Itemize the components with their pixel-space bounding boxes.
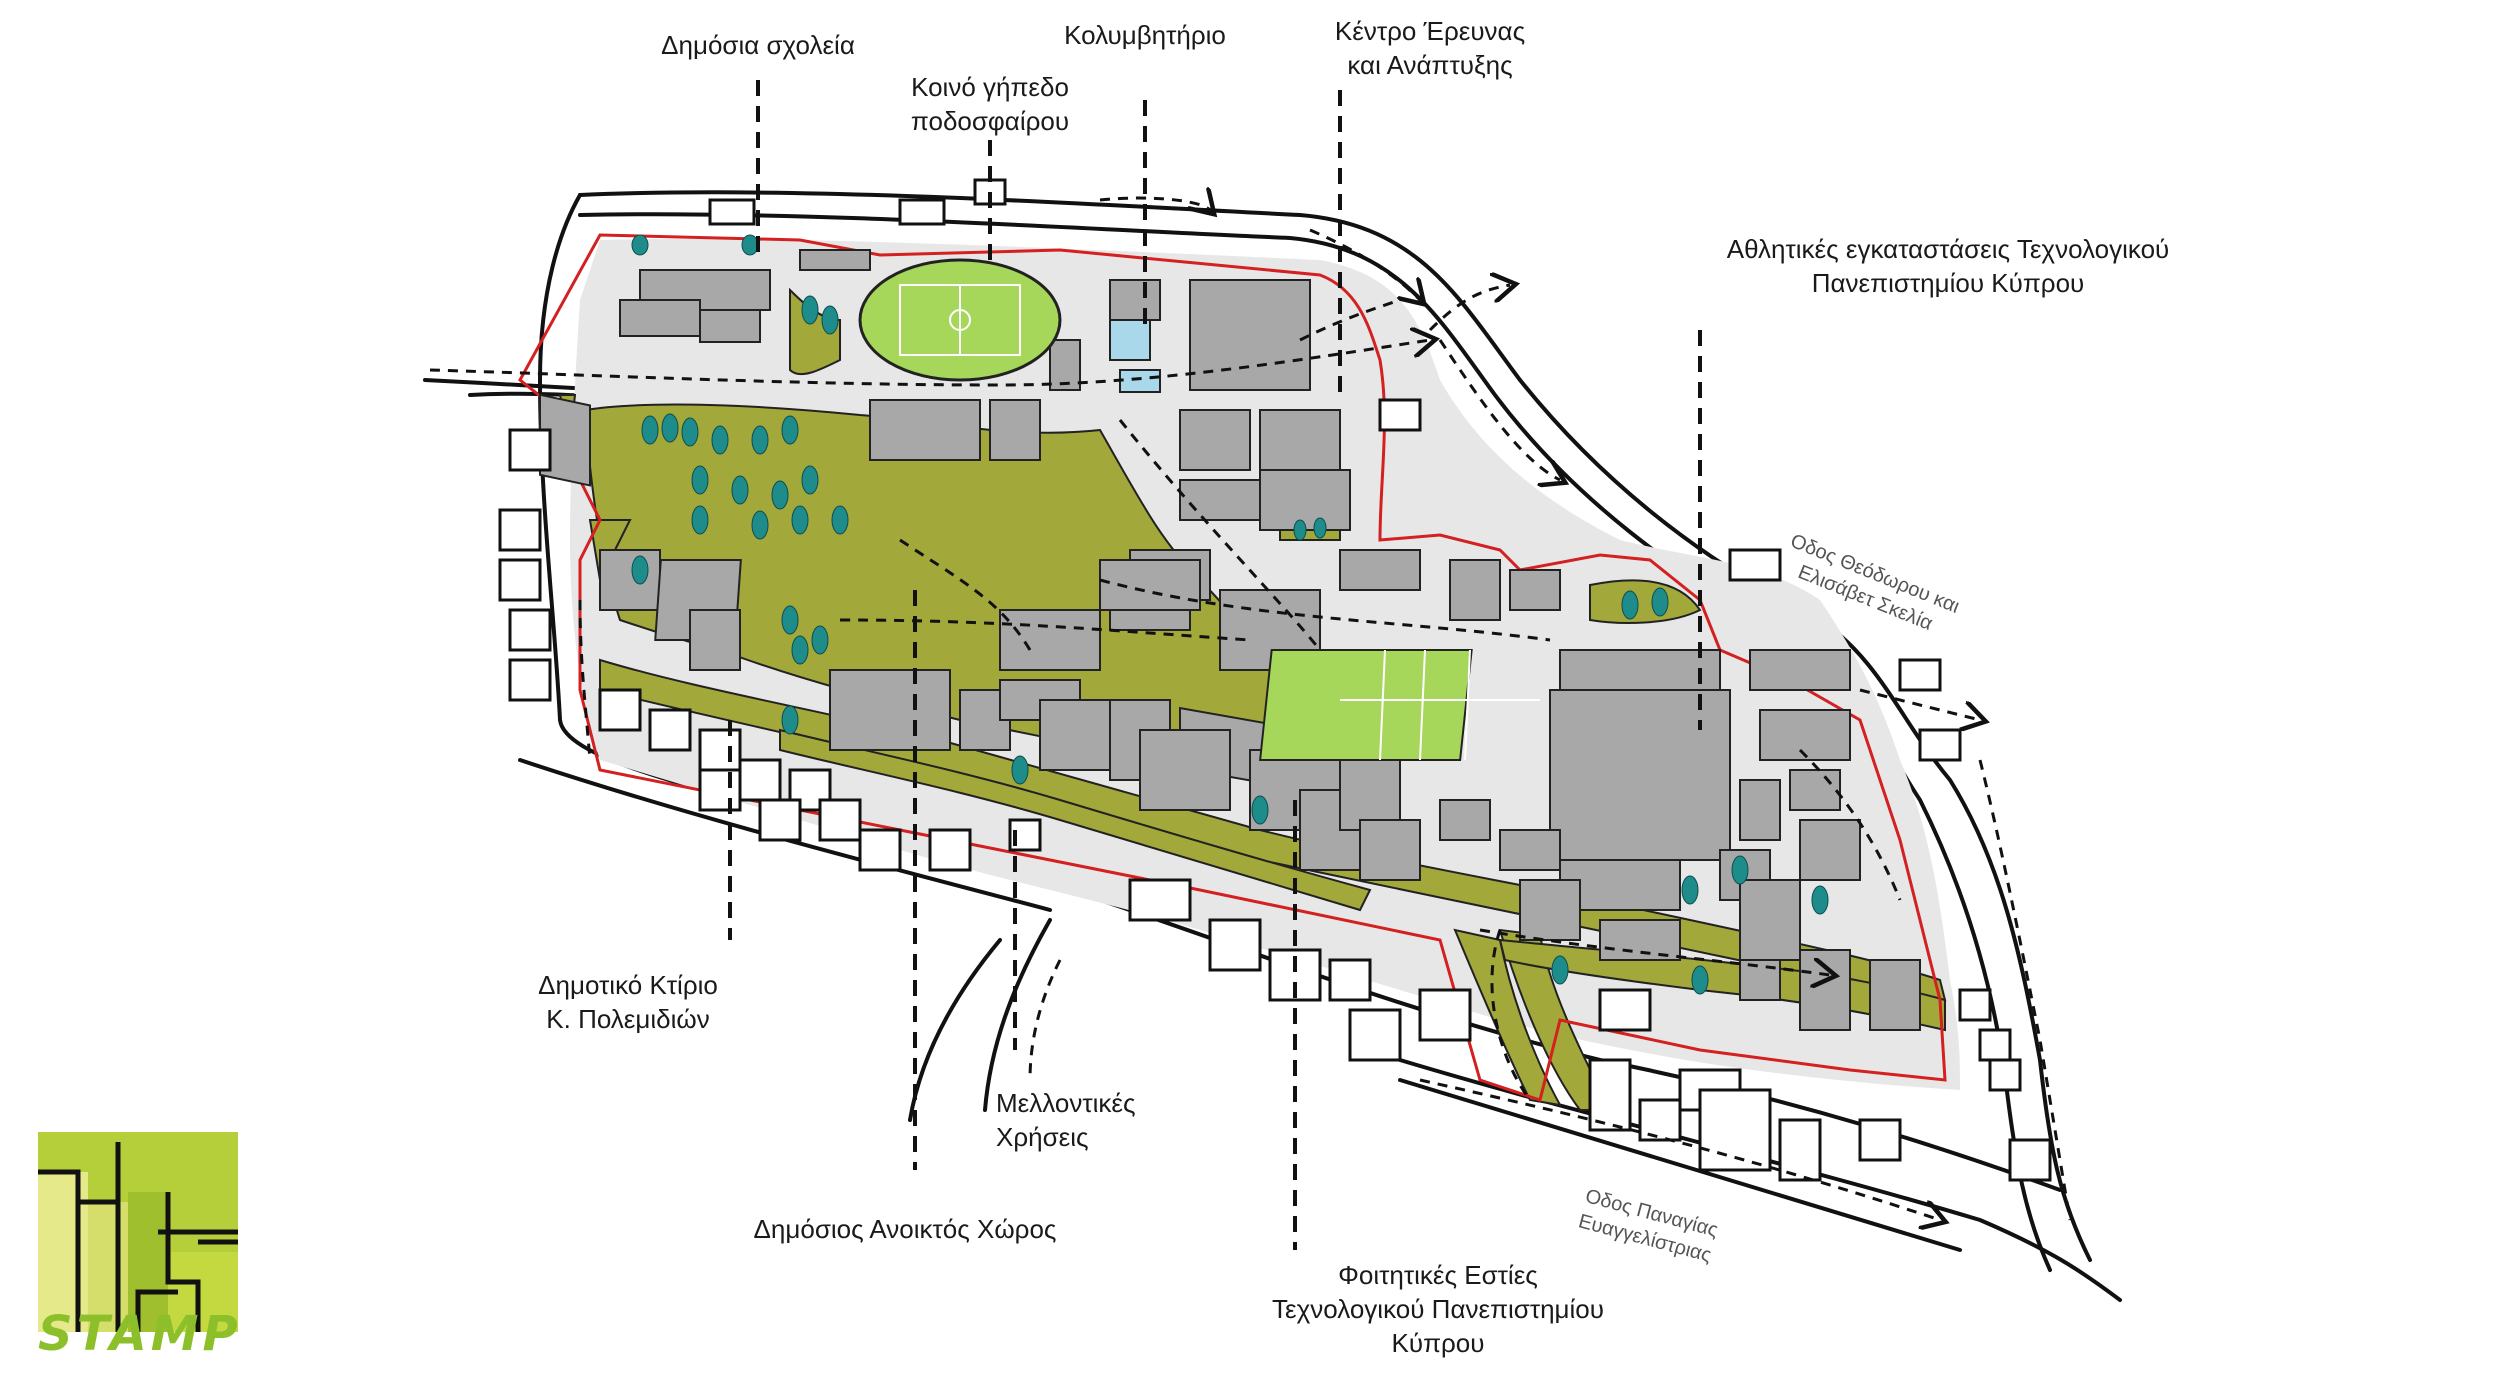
label-leaders	[728, 80, 1702, 1250]
label-dorms-line2: Τεχνολογικού Πανεπιστημίου	[1272, 1294, 1604, 1324]
label-municipal-line2: Κ. Πολεμιδιών	[546, 1004, 710, 1034]
label-football-field-line1: Κοινό γήπεδο	[911, 72, 1069, 102]
stamp-logo	[38, 1132, 238, 1332]
label-dorms-line1: Φοιτητικές Εστίες	[1338, 1260, 1538, 1290]
site-boundary	[518, 233, 1947, 1102]
label-dorms-line3: Κύπρου	[1391, 1328, 1485, 1358]
label-public-schools: Δημόσια σχολεία	[661, 30, 855, 60]
label-football-field-line2: ποδοσφαίρου	[910, 106, 1070, 136]
logo-wordmark: STAMP	[38, 1306, 242, 1362]
surrounding-buildings	[498, 178, 2052, 1182]
swimming-pool	[1109, 319, 1161, 393]
sports-fields	[1259, 649, 1540, 761]
circulation-paths	[429, 198, 2072, 1220]
label-sports-line2: Πανεπιστημίου Κύπρου	[1811, 268, 2085, 298]
label-pool: Κολυμβητήριο	[1064, 20, 1226, 50]
label-municipal-line1: Δημοτικό Κτίριο	[538, 970, 718, 1000]
label-sports-line1: Αθλητικές εγκαταστάσεις Τεχνολογικού	[1726, 234, 2170, 264]
football-field	[858, 258, 1062, 382]
label-future-line2: Χρήσεις	[996, 1122, 1089, 1152]
label-open-space: Δημόσιος Ανοικτός Χώρος	[753, 1214, 1057, 1244]
trees	[631, 234, 1829, 995]
label-research-line2: και Ανάπτυξης	[1347, 50, 1513, 80]
label-future-line1: Μελλοντικές	[996, 1088, 1136, 1118]
label-research-line1: Κέντρο Έρευνας	[1334, 16, 1526, 46]
buildings	[539, 249, 1921, 1031]
